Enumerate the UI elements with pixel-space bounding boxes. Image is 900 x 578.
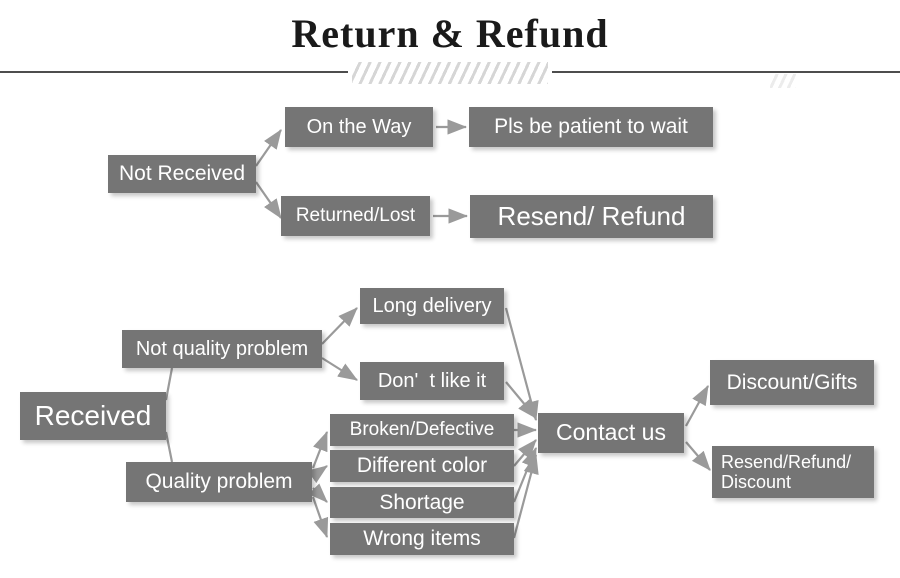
node-label: Long delivery bbox=[372, 294, 492, 317]
node-label: Discount/Gifts bbox=[726, 370, 858, 394]
node-not-received[interactable]: Not Received bbox=[108, 155, 256, 193]
node-broken-defective[interactable]: Broken/Defective bbox=[330, 414, 514, 446]
page-title: Return & Refund bbox=[291, 11, 609, 56]
node-resend-refund[interactable]: Resend/ Refund bbox=[470, 195, 713, 238]
node-contact-us[interactable]: Contact us bbox=[538, 413, 684, 453]
divider-faint-mark bbox=[770, 74, 796, 88]
node-on-the-way[interactable]: On the Way bbox=[285, 107, 433, 147]
node-wrong-items[interactable]: Wrong items bbox=[330, 523, 514, 555]
divider-hatch-pattern bbox=[352, 62, 548, 84]
node-not-quality-problem[interactable]: Not quality problem bbox=[122, 330, 322, 368]
node-resend-refund-discount[interactable]: Resend/Refund/ Discount bbox=[712, 446, 874, 498]
node-label: Contact us bbox=[556, 419, 666, 446]
node-different-color[interactable]: Different color bbox=[330, 450, 514, 482]
node-label: Quality problem bbox=[145, 470, 293, 494]
node-dont-like-it[interactable]: Don' t like it bbox=[360, 362, 504, 400]
node-received[interactable]: Received bbox=[20, 392, 166, 440]
divider-line-left bbox=[0, 71, 348, 73]
node-label: Not quality problem bbox=[135, 337, 309, 360]
node-pls-be-patient-to-wait[interactable]: Pls be patient to wait bbox=[469, 107, 713, 147]
decorative-divider bbox=[0, 62, 900, 88]
node-quality-problem[interactable]: Quality problem bbox=[126, 462, 312, 502]
node-label: Shortage bbox=[379, 490, 465, 514]
node-label: On the Way bbox=[306, 115, 412, 138]
node-label: Pls be patient to wait bbox=[494, 115, 688, 139]
node-label: Different color bbox=[356, 454, 488, 478]
node-label: Resend/Refund/ Discount bbox=[721, 451, 852, 492]
node-label: Resend/ Refund bbox=[497, 200, 686, 231]
node-label: Received bbox=[34, 400, 152, 432]
divider-line-right bbox=[552, 71, 900, 73]
node-returned-lost[interactable]: Returned/Lost bbox=[281, 196, 430, 236]
node-label: Not Received bbox=[118, 162, 246, 186]
node-discount-gifts[interactable]: Discount/Gifts bbox=[710, 360, 874, 405]
node-label: Wrong items bbox=[363, 527, 481, 551]
node-label: Returned/Lost bbox=[295, 205, 416, 227]
node-shortage[interactable]: Shortage bbox=[330, 487, 514, 518]
node-label: Don' t like it bbox=[377, 369, 487, 392]
node-label: Broken/Defective bbox=[349, 419, 495, 441]
node-long-delivery[interactable]: Long delivery bbox=[360, 288, 504, 324]
